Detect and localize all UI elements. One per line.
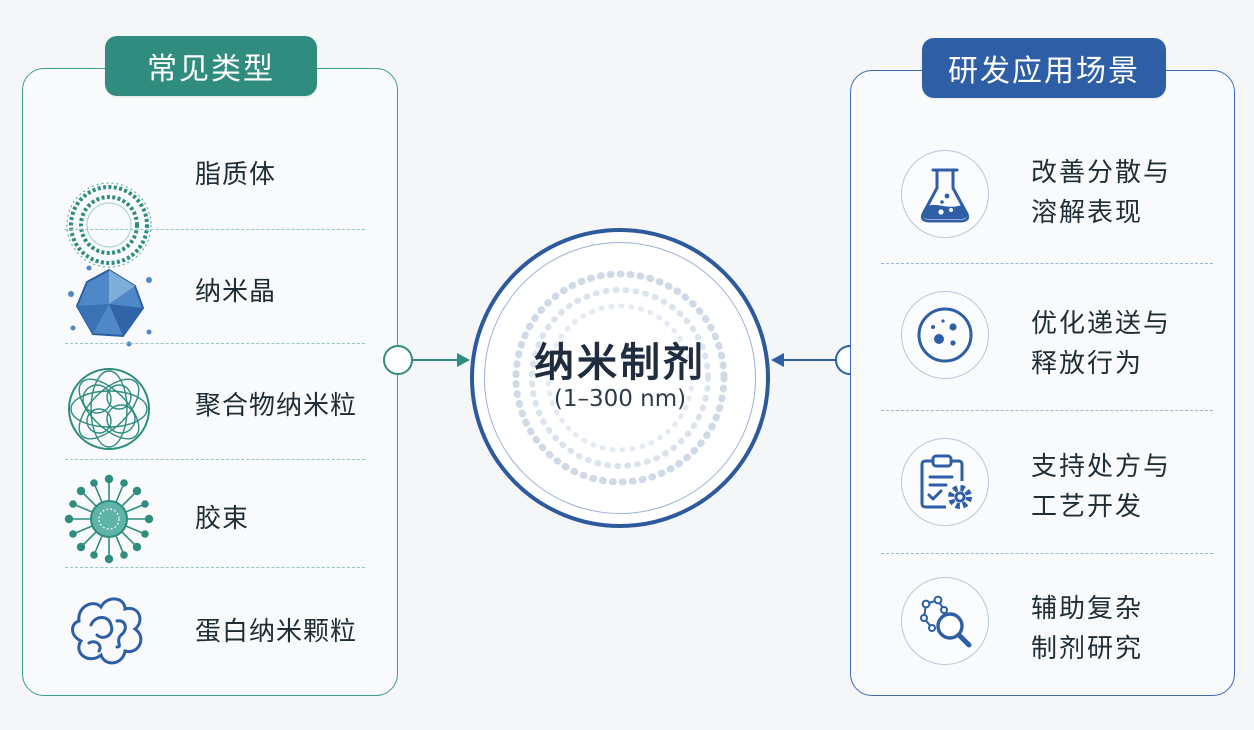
divider xyxy=(65,343,365,344)
list-item-label: 聚合物纳米粒 xyxy=(195,391,358,421)
right-connector xyxy=(771,353,836,367)
divider xyxy=(881,263,1213,264)
list-item-label: 脂质体 xyxy=(195,160,277,190)
application-scenarios-header: 研发应用场景 xyxy=(922,38,1166,98)
scenario-label: 优化递送与 释放行为 xyxy=(1031,309,1172,379)
molecule-magnifier-icon-badge xyxy=(901,577,989,665)
list-item-label: 蛋白纳米颗粒 xyxy=(195,617,358,647)
divider xyxy=(65,229,365,230)
scenario-label: 支持处方与 工艺开发 xyxy=(1031,452,1172,522)
common-types-header: 常见类型 xyxy=(105,36,317,96)
hub-inner-ring xyxy=(484,242,756,514)
nano-formulation-hub: 纳米制剂 (1–300 nm) xyxy=(470,228,770,528)
hub-dot-pattern xyxy=(512,270,728,486)
divider xyxy=(881,410,1213,411)
list-item-label: 胶束 xyxy=(195,504,250,534)
left-connector xyxy=(411,353,470,367)
hub-size-range: (1–300 nm) xyxy=(553,386,687,412)
hub-title: 纳米制剂 xyxy=(534,340,706,386)
common-types-panel: 脂质体 纳米晶 xyxy=(22,68,398,696)
nanocrystal-icon xyxy=(68,265,152,347)
liposome-icon xyxy=(66,182,152,268)
flask-icon-badge xyxy=(901,150,989,238)
polymer-nanoparticle-icon xyxy=(68,368,150,450)
flask-icon xyxy=(920,168,970,223)
clipboard-gear-icon xyxy=(920,454,972,509)
divider xyxy=(65,459,365,460)
list-item-label: 纳米晶 xyxy=(195,277,277,307)
micelle-icon xyxy=(64,474,154,564)
particles-icon-badge xyxy=(901,291,989,379)
scenario-label: 改善分散与 溶解表现 xyxy=(1031,158,1172,228)
particles-icon xyxy=(917,307,973,363)
protein-nanoparticle-icon xyxy=(71,597,143,665)
clipboard-gear-icon-badge xyxy=(901,438,989,526)
divider xyxy=(881,553,1213,554)
molecule-magnifier-icon xyxy=(920,595,972,648)
divider xyxy=(65,567,365,568)
scenario-label: 辅助复杂 制剂研究 xyxy=(1031,594,1144,664)
application-scenarios-panel: 改善分散与 溶解表现 优化递送与 释放行为 xyxy=(850,70,1235,696)
